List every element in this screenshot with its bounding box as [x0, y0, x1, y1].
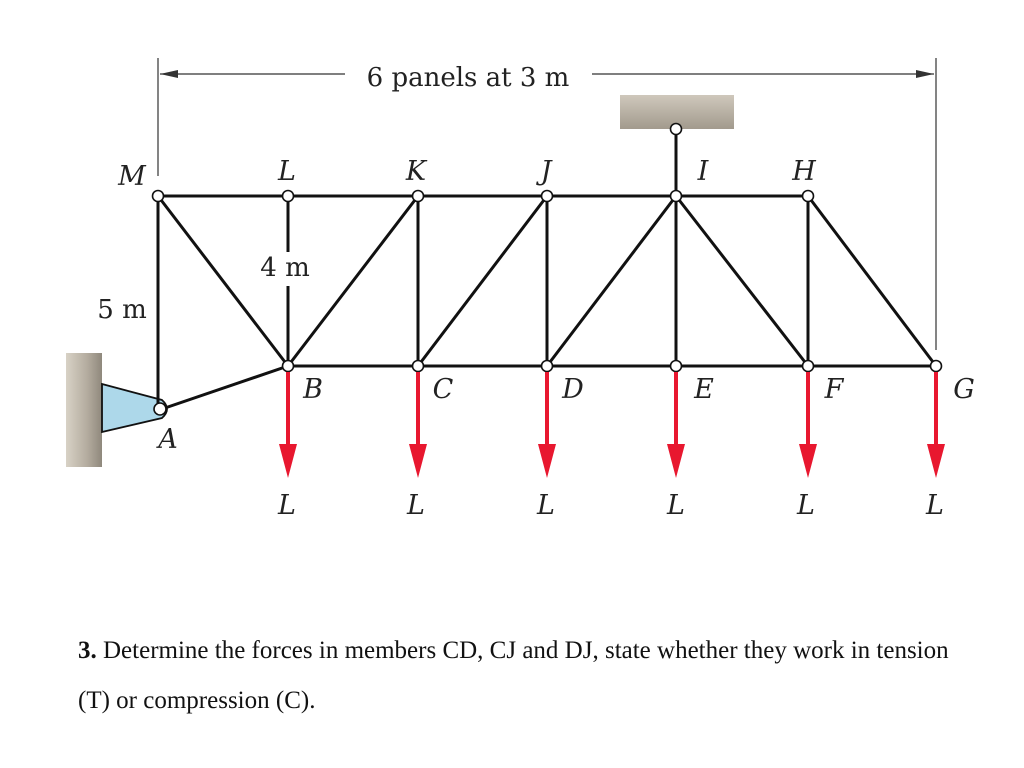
- load-arrow-E: [667, 372, 685, 478]
- span-dimension-label: 6 panels at 3 m: [367, 63, 570, 93]
- load-arrow-F: [799, 372, 817, 478]
- joint-label-I: I: [697, 156, 710, 187]
- load-arrows: [279, 372, 945, 478]
- joint-label-F: F: [824, 374, 845, 405]
- joint-label-H: H: [791, 156, 816, 187]
- pin-A: [153, 402, 167, 416]
- load-label-E: L: [666, 490, 685, 521]
- load-label-G: L: [925, 490, 944, 521]
- problem-text: Determine the forces in members CD, CJ a…: [78, 637, 949, 714]
- pin-bracket: [101, 382, 168, 434]
- joint-label-D: D: [561, 374, 584, 405]
- joint-label-L: L: [277, 156, 296, 187]
- joints: [151, 122, 943, 416]
- truss-diagram: 6 panels at 3 m: [66, 58, 975, 521]
- joint-label-E: E: [693, 374, 714, 405]
- joint-label-M: M: [117, 161, 147, 192]
- joint-label-G: G: [953, 374, 975, 405]
- top-height-label: 4 m: [260, 253, 309, 283]
- problem-number: 3.: [78, 637, 97, 664]
- wall-support: [66, 353, 102, 467]
- load-arrow-C: [409, 372, 427, 478]
- joint-label-B: B: [302, 374, 323, 405]
- problem-statement: 3. Determine the forces in members CD, C…: [78, 626, 978, 726]
- joint-label-J: J: [536, 156, 554, 187]
- load-label-C: L: [406, 490, 425, 521]
- load-label-B: L: [277, 490, 296, 521]
- load-arrow-B: [279, 372, 297, 478]
- span-dimension: 6 panels at 3 m: [157, 58, 937, 350]
- joint-label-K: K: [405, 156, 428, 187]
- load-arrow-G: [927, 372, 945, 478]
- joint-label-C: C: [433, 374, 454, 405]
- end-height-label: 5 m: [97, 295, 146, 325]
- truss-members: [156, 194, 938, 411]
- load-label-D: L: [536, 490, 555, 521]
- load-arrow-D: [538, 372, 556, 478]
- joint-label-A: A: [155, 424, 178, 455]
- load-label-F: L: [796, 490, 815, 521]
